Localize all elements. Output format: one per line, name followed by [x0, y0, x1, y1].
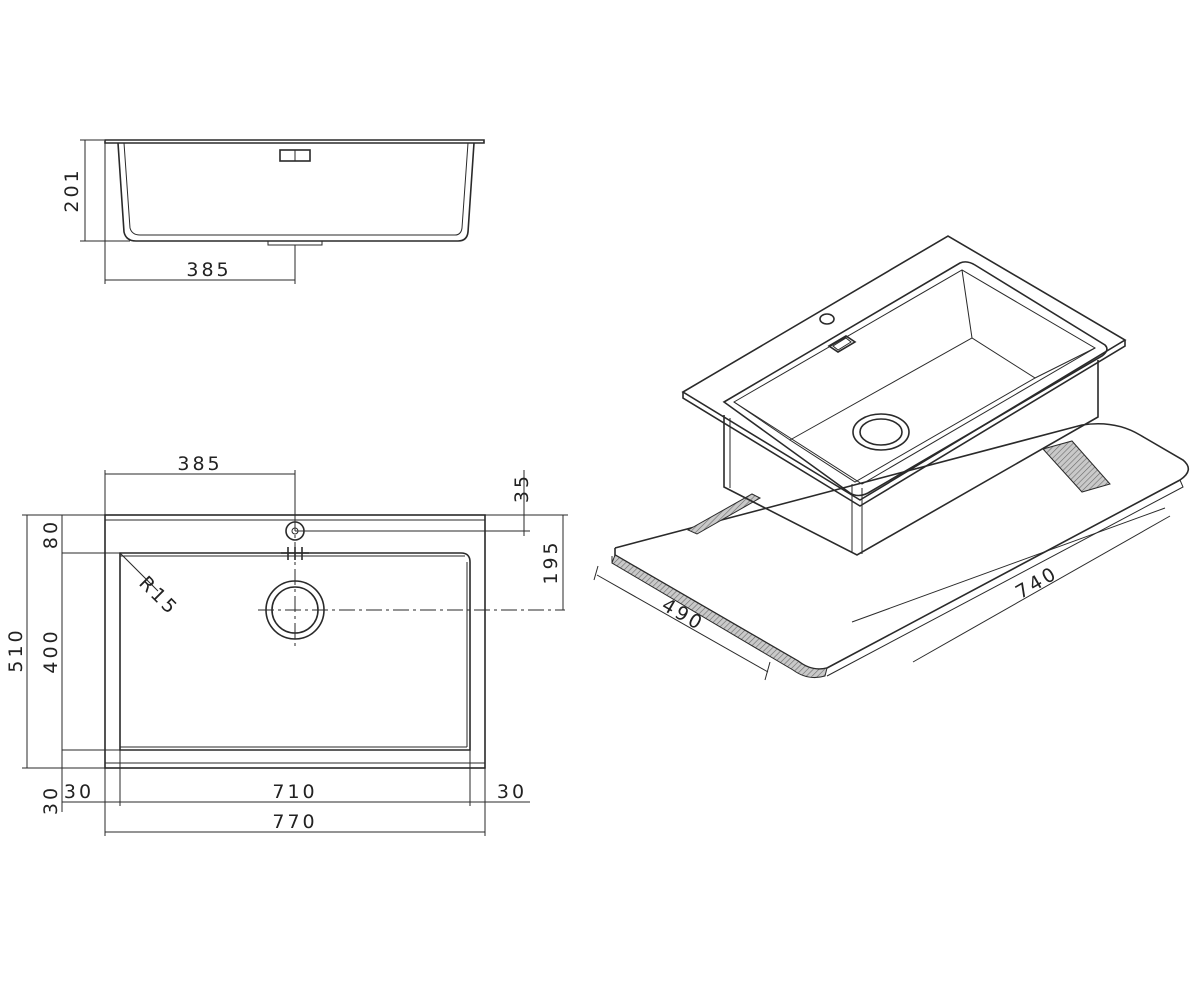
isometric-view: 490 740	[593, 235, 1190, 681]
left-margin-label: 30	[64, 781, 94, 803]
radius-leader	[119, 552, 159, 592]
side-view-waste-offset-label: 385	[186, 259, 231, 281]
iso-tap-hole	[819, 313, 835, 325]
sink-bowl-floor	[789, 337, 1036, 483]
bowl-depth-label: 400	[40, 628, 62, 673]
tap-hole-offset-label: 35	[511, 473, 533, 503]
side-view-height-label: 201	[61, 167, 83, 212]
side-view-bowl-inner	[123, 142, 469, 236]
side-view-rim	[104, 139, 485, 144]
side-view-bowl-outline	[117, 142, 475, 242]
top-view: R15 385 35 195 510 80 400 30 30 710 30	[5, 453, 568, 836]
countertop-cutout-right	[1042, 440, 1111, 493]
radius-label: R15	[134, 572, 182, 620]
cabinet-width-label: 740	[1012, 562, 1062, 604]
overall-depth-label: 510	[5, 627, 27, 672]
sink-iso	[681, 235, 1127, 556]
sink-bowl-opening	[722, 261, 1108, 497]
right-margin-label: 30	[497, 781, 527, 803]
top-view-waste-offset-label: 385	[177, 453, 222, 475]
countertop-top	[614, 422, 1190, 669]
iso-overflow	[827, 335, 857, 353]
front-margin-label: 80	[40, 519, 62, 549]
top-view-bowl	[119, 552, 471, 751]
bowl-width-label: 710	[272, 781, 317, 803]
iso-waste-inner	[859, 418, 903, 446]
back-margin-label: 30	[40, 785, 62, 815]
countertop	[611, 422, 1190, 678]
waste-center-offset-label: 195	[540, 539, 562, 584]
overall-width-label: 770	[272, 811, 317, 833]
iso-waste-outer	[852, 413, 910, 451]
sink-bowl-body	[723, 360, 1099, 556]
countertop-front-edge	[611, 554, 828, 678]
side-view: 201 385	[61, 139, 485, 284]
countertop-cutout-left	[686, 493, 762, 535]
